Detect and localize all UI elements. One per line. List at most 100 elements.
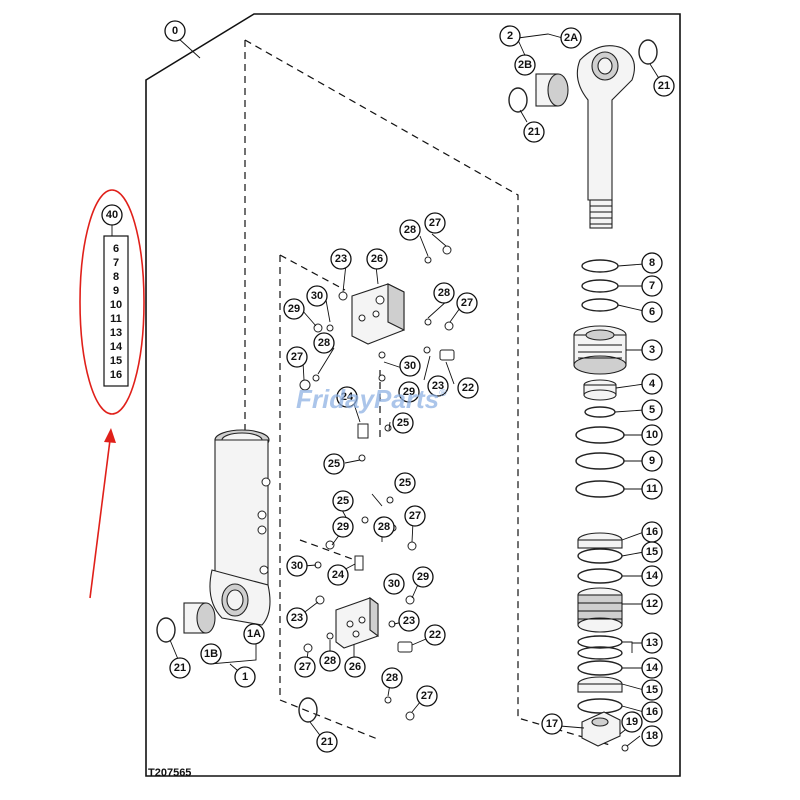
callout-25-lower-b: 25 <box>332 490 354 512</box>
svg-text:15: 15 <box>646 684 658 696</box>
svg-text:30: 30 <box>311 290 323 302</box>
callout-27-lower-b: 27 <box>294 656 316 678</box>
svg-text:27: 27 <box>409 510 421 522</box>
set-screw <box>621 744 629 752</box>
svg-text:14: 14 <box>646 570 659 582</box>
svg-text:16: 16 <box>646 706 658 718</box>
callout-13: 13 <box>641 632 663 654</box>
svg-text:17: 17 <box>546 718 558 730</box>
gland-bushing <box>583 379 617 401</box>
callout-25-upper-b: 25 <box>323 453 345 475</box>
svg-text:30: 30 <box>291 560 303 572</box>
ring-5 <box>584 406 616 418</box>
lower-valve-block <box>335 596 379 649</box>
callout-7: 7 <box>641 275 663 297</box>
callout-22-upper: 22 <box>457 377 479 399</box>
callout-29-upper-b: 29 <box>398 381 420 403</box>
callout-27-upper-c: 27 <box>286 346 308 368</box>
svg-text:27: 27 <box>299 661 311 673</box>
upper-valve-block <box>351 283 405 345</box>
svg-text:18: 18 <box>646 730 658 742</box>
piston-nut <box>581 711 621 747</box>
dashed-boundary-lower-valve <box>279 520 381 741</box>
callout-30-upper-a: 30 <box>306 285 328 307</box>
leaders-upper-valve <box>301 233 461 464</box>
rod-gland <box>573 325 627 375</box>
svg-text:29: 29 <box>337 521 349 533</box>
upper-valve-hardware <box>299 245 455 462</box>
barrel-port-2 <box>257 510 267 520</box>
svg-text:28: 28 <box>438 287 450 299</box>
snap-ring-lower <box>298 697 318 723</box>
barrel-port-4 <box>259 565 269 575</box>
kit-item-6: 6 <box>113 243 119 255</box>
piston <box>577 587 623 633</box>
callout-15-top: 15 <box>641 541 663 563</box>
callout-23-upper-b: 23 <box>427 375 449 397</box>
kit-item-16: 16 <box>110 369 122 381</box>
svg-text:14: 14 <box>646 662 659 674</box>
snap-ring-rod-left <box>508 87 528 113</box>
callout-26-upper: 26 <box>366 248 388 270</box>
kit-item-15: 15 <box>110 355 122 367</box>
svg-text:6: 6 <box>649 306 655 318</box>
svg-text:40: 40 <box>106 209 118 221</box>
rod-eye-bushing <box>535 73 569 107</box>
callout-30-lower-b: 30 <box>383 573 405 595</box>
dashed-boundary-main <box>244 39 611 746</box>
callout-27-upper-b: 27 <box>456 292 478 314</box>
callout-9: 9 <box>641 450 663 472</box>
callout-24-upper: 24 <box>336 386 358 408</box>
svg-text:27: 27 <box>421 690 433 702</box>
svg-text:29: 29 <box>403 386 415 398</box>
callout-14-top: 14 <box>641 565 663 587</box>
callout-23-lower-a: 23 <box>286 607 308 629</box>
callout-28-upper-b: 28 <box>433 282 455 304</box>
leaders-seals-top <box>617 263 645 312</box>
callout-30-upper-b: 30 <box>399 355 421 377</box>
ring-14-bottom <box>577 660 623 676</box>
leaders-middle-rings <box>614 383 645 490</box>
callout-16-top: 16 <box>641 521 663 543</box>
svg-text:25: 25 <box>399 477 411 489</box>
svg-text:13: 13 <box>646 637 658 649</box>
callout-11: 11 <box>641 478 663 500</box>
svg-text:28: 28 <box>318 337 330 349</box>
callout-21-rod-left: 21 <box>523 121 545 143</box>
assembly-frame <box>145 13 681 777</box>
svg-text:1B: 1B <box>204 648 218 660</box>
callout-23-upper-a: 23 <box>330 248 352 270</box>
callout-29-lower-b: 29 <box>412 566 434 588</box>
svg-text:11: 11 <box>646 483 658 495</box>
svg-text:16: 16 <box>646 526 658 538</box>
svg-text:0: 0 <box>172 25 178 37</box>
callout-6: 6 <box>641 301 663 323</box>
ring-13b <box>577 646 623 660</box>
callout-0: 0 <box>164 20 186 42</box>
svg-text:26: 26 <box>349 661 361 673</box>
seal-kit-list: 40 6 7 8 9 10 11 13 14 15 16 <box>101 204 129 387</box>
wear-ring-15-bottom-band <box>577 683 623 693</box>
svg-text:12: 12 <box>646 598 658 610</box>
svg-text:1A: 1A <box>247 628 261 640</box>
kit-item-7: 7 <box>113 257 119 269</box>
svg-text:4: 4 <box>649 378 656 390</box>
kit-box <box>103 235 129 387</box>
callout-28-lower-c: 28 <box>381 667 403 689</box>
callout-22-lower: 22 <box>424 624 446 646</box>
svg-text:2: 2 <box>507 30 513 42</box>
callout-5: 5 <box>641 399 663 421</box>
svg-text:3: 3 <box>649 344 655 356</box>
callout-12: 12 <box>641 593 663 615</box>
callout-28-upper-a: 28 <box>399 219 421 241</box>
callout-21-rod-right: 21 <box>653 75 675 97</box>
snap-ring-rod-right <box>638 39 658 65</box>
kit-item-11: 11 <box>110 313 122 325</box>
callout-21-barrel: 21 <box>169 657 191 679</box>
watermark: FridayParts® <box>296 384 447 414</box>
highlight-arrow <box>89 428 116 599</box>
svg-text:1: 1 <box>242 671 248 683</box>
svg-text:25: 25 <box>328 458 340 470</box>
dashed-boundary-upper-valve <box>279 254 381 520</box>
